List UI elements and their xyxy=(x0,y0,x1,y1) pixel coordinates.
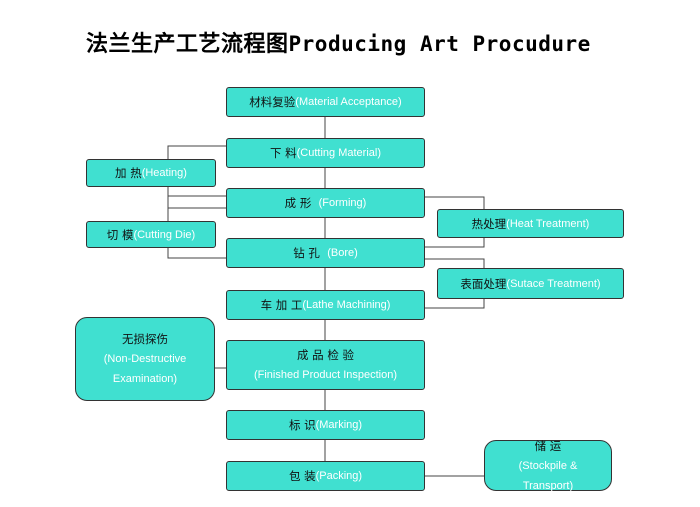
connector xyxy=(167,195,228,221)
step-non-destructive-examination: 无损探伤 (Non-Destructive Examination) xyxy=(75,317,215,401)
step-lathe-machining: 车 加 工(Lathe Machining) xyxy=(226,290,425,320)
step-cutting-material: 下 料(Cutting Material) xyxy=(226,138,425,168)
step-surface-treatment: 表面处理(Sutace Treatment) xyxy=(437,268,624,299)
connector xyxy=(167,187,228,209)
step-cutting-die: 切 模(Cutting Die) xyxy=(86,221,216,248)
step-finished-product-inspection: 成 品 检 验(Finished Product Inspection) xyxy=(226,340,425,390)
step-heating: 加 热(Heating) xyxy=(86,159,216,187)
connector xyxy=(167,248,228,259)
connector xyxy=(425,196,485,209)
step-material-acceptance: 材料复验(Material Acceptance) xyxy=(226,87,425,117)
step-heat-treatment: 热处理(Heat Treatment) xyxy=(437,209,624,238)
connector xyxy=(167,145,228,159)
step-marking: 标 识(Marking) xyxy=(226,410,425,440)
connector xyxy=(425,238,485,248)
step-packing: 包 装(Packing) xyxy=(226,461,425,491)
connector xyxy=(425,258,485,268)
step-stockpile-transport: 储 运(Stockpile & Transport) xyxy=(484,439,612,492)
connector xyxy=(425,299,485,309)
step-forming: 成 形 (Forming) xyxy=(226,188,425,218)
step-bore: 钻 孔 (Bore) xyxy=(226,238,425,268)
page-title-cn: 法兰生产工艺流程图 xyxy=(86,32,289,57)
page-title: 法兰生产工艺流程图Producing Art Procudure xyxy=(86,26,591,58)
page-title-en: Producing Art Procudure xyxy=(288,32,591,56)
